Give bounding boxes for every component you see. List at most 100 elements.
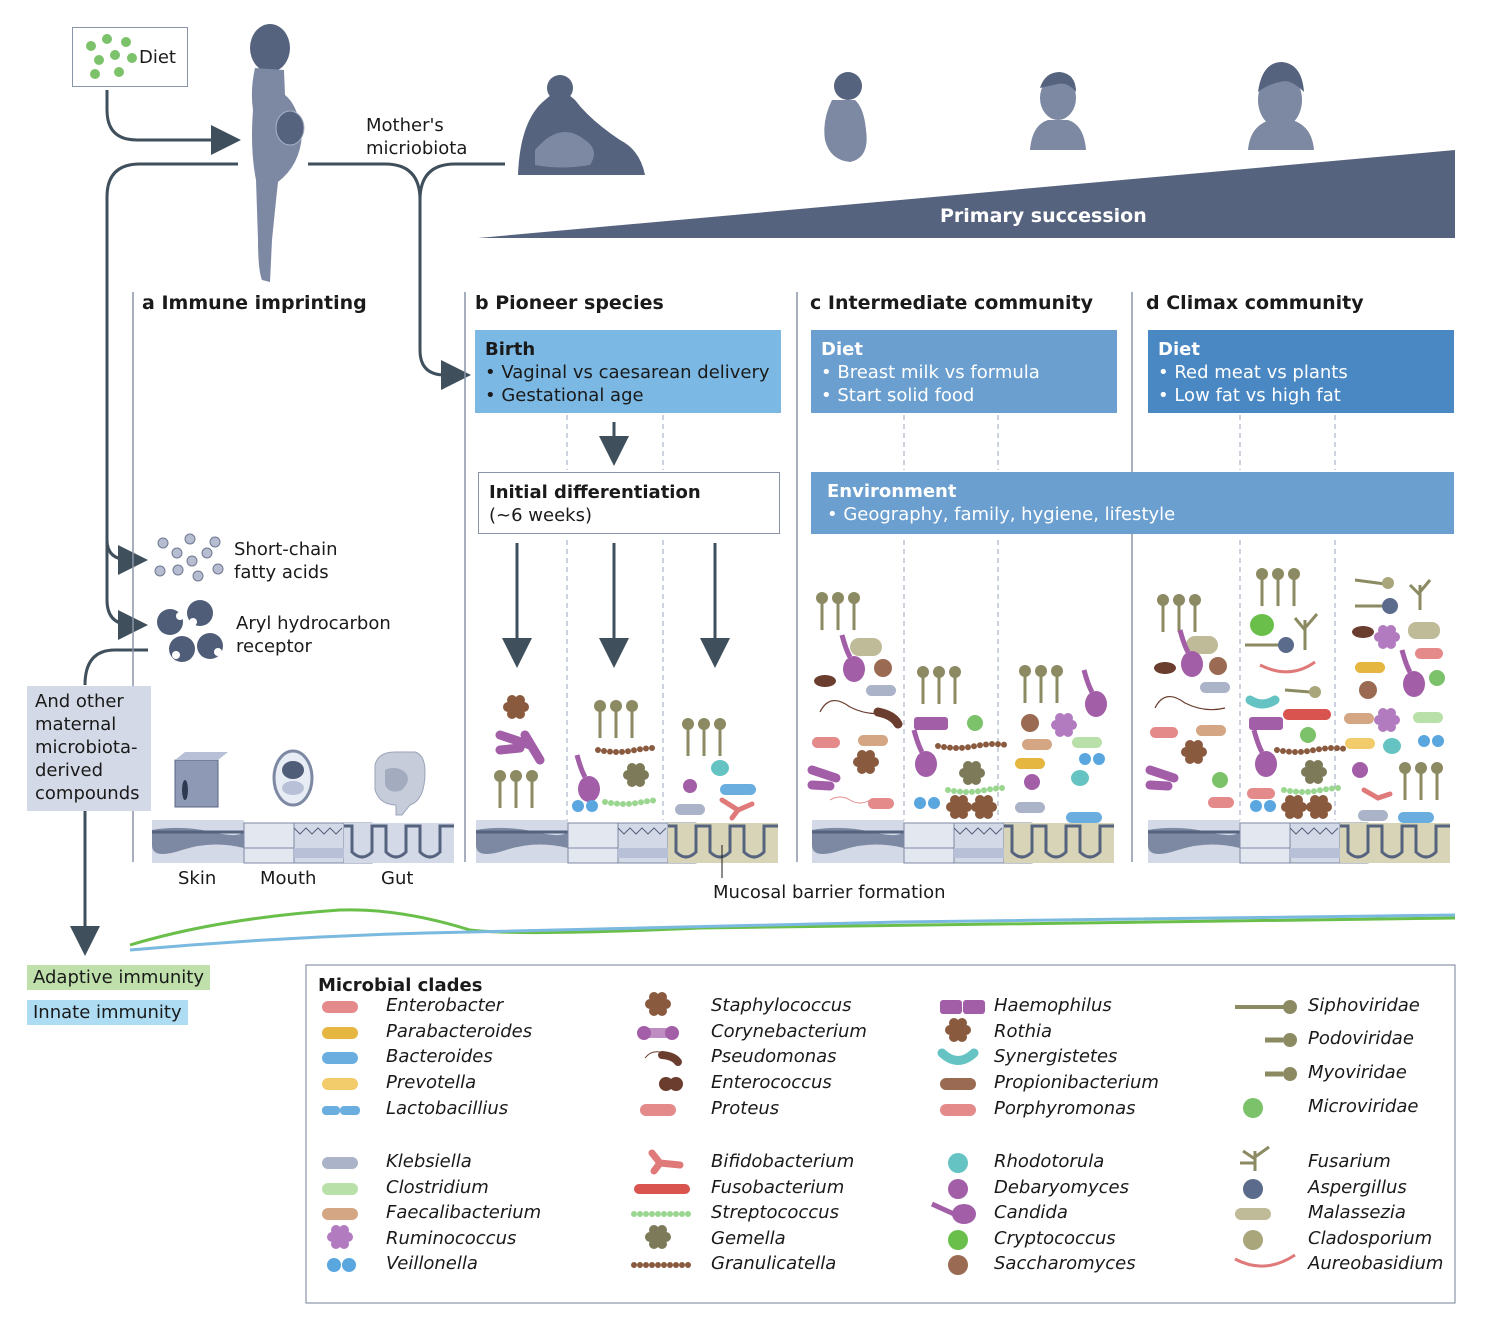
cladosporium-icon <box>1354 578 1386 586</box>
other-compounds-line: derived <box>35 760 104 781</box>
mucosal-strip-d <box>1148 820 1450 864</box>
malassezia-icon <box>1408 622 1440 639</box>
gemella-icon <box>623 763 649 787</box>
faecalibacterium-icon <box>1022 739 1052 750</box>
section-title-text: Intermediate community <box>827 292 1093 314</box>
innate-immunity-curve <box>129 913 1456 952</box>
saccharomyces-icon <box>1209 657 1227 675</box>
enterococcus-icon <box>814 675 836 687</box>
skin-icon <box>174 752 228 808</box>
maternal-line-right <box>308 162 505 201</box>
diet-c-box: Diet • Breast milk vs formula • Start so… <box>811 330 1117 413</box>
adolescent-icon <box>1248 62 1314 150</box>
legend-item-icon <box>645 992 671 1016</box>
legend-item-label: Fusarium <box>1308 1151 1391 1172</box>
other-compounds-line: maternal <box>35 714 117 735</box>
microviridae-icon <box>967 715 983 731</box>
mucosal-strip-c <box>812 820 1114 864</box>
legend-item-icon <box>644 1051 682 1066</box>
debaryomyces-icon <box>1024 774 1040 790</box>
klebsiella-icon <box>675 804 705 815</box>
diet-d-item: • Low fat vs high fat <box>1158 385 1341 406</box>
klebsiella-icon <box>866 685 896 696</box>
diet-label: Diet <box>139 47 176 68</box>
aryl-hydrocarbon-receptor-icon <box>157 600 223 662</box>
legend-item-icon <box>948 1179 968 1199</box>
section-d-title: d Climax community <box>1146 292 1364 314</box>
rhodotorula-icon <box>711 760 729 776</box>
phage-icon <box>1157 594 1201 632</box>
legend-frame <box>305 964 1456 1304</box>
legend-item-icon <box>648 1149 684 1175</box>
debaryomyces-icon <box>683 779 697 793</box>
baby-icon <box>824 72 867 162</box>
legend-item-icon <box>940 1104 976 1116</box>
mucosal-strip-b <box>476 820 778 864</box>
legend-item-icon <box>1235 1208 1271 1220</box>
debaryomyces-icon <box>1352 762 1368 778</box>
corynebacterium-icon <box>495 730 545 765</box>
proteus-icon <box>868 798 894 809</box>
enterobacter-icon <box>812 737 840 748</box>
legend-item-icon <box>322 1208 358 1220</box>
legend-item-icon <box>937 1048 979 1065</box>
candida-icon <box>911 729 937 777</box>
candida-icon <box>1399 649 1425 697</box>
legend-item-label: Bacteroides <box>386 1046 493 1067</box>
synergistetes-icon <box>1245 695 1280 709</box>
legend-item-icon <box>659 1077 683 1091</box>
corynebacterium-icon <box>1145 765 1179 791</box>
phage-icon <box>1019 665 1063 703</box>
faecalibacterium-icon <box>858 735 888 746</box>
candida-icon <box>1081 669 1107 717</box>
enterococcus-icon <box>1352 626 1374 638</box>
legend-item-label: Propionibacterium <box>994 1072 1159 1093</box>
legend-item-label: Enterococcus <box>711 1072 832 1093</box>
birth-heading: Birth <box>485 339 536 360</box>
environment-box: Environment • Geography, family, hygiene… <box>811 472 1454 534</box>
malassezia-icon <box>850 638 882 656</box>
pseudomonas-icon <box>1154 696 1226 711</box>
birth-item: • Vaginal vs caesarean delivery <box>485 362 770 383</box>
other-compounds-box: And other maternal microbiota- derived c… <box>27 686 151 811</box>
dashed-dividers <box>566 415 1336 820</box>
phage-icon <box>917 666 961 704</box>
legend-item-label: Granulicatella <box>711 1253 837 1274</box>
phage-icon <box>594 700 638 738</box>
legend-item-label: Gemella <box>711 1228 786 1249</box>
fusarium-icon <box>1408 579 1432 610</box>
diet-d-item: • Red meat vs plants <box>1158 362 1348 383</box>
scfa-line: Short-chain <box>234 539 338 560</box>
lactobacillus-icon <box>720 784 756 795</box>
klebsiella-icon <box>1015 802 1045 813</box>
birth-item: • Gestational age <box>485 385 644 406</box>
bifidobacterium-icon <box>719 797 755 821</box>
ruminococcus-icon <box>1374 708 1400 732</box>
legend-item-icon <box>322 1027 358 1039</box>
staphylococcus-icon <box>853 750 879 774</box>
fusarium-icon <box>1293 613 1319 650</box>
phage-icon <box>1256 568 1300 606</box>
rothia-icon <box>946 795 972 819</box>
phage-icon <box>682 718 726 756</box>
microviridae-icon <box>1300 727 1316 743</box>
legend-item-label: Staphylococcus <box>711 995 852 1016</box>
lactobacillus-icon <box>1398 812 1434 823</box>
candida-icon <box>574 754 600 802</box>
candida-icon <box>1251 729 1277 777</box>
aspergillus-icon <box>1382 598 1398 614</box>
breastfeeding-mother-icon <box>518 75 645 175</box>
legend-item-label: Lactobacillius <box>386 1098 509 1119</box>
aureobasidium-icon <box>1259 660 1316 674</box>
pregnant-mother-icon <box>250 24 305 282</box>
staphylococcus-icon <box>503 695 529 719</box>
gemella-icon <box>959 761 985 785</box>
legend-item-label: Klebsiella <box>386 1151 472 1172</box>
parabacteroides-icon <box>1355 662 1385 673</box>
ruminococcus-icon <box>1374 625 1400 649</box>
veillonella-icon <box>586 800 598 812</box>
mother-label-line1: Mother's <box>366 115 444 136</box>
legend-item-label: Siphoviridae <box>1308 995 1420 1016</box>
diet-dots-icon <box>86 34 137 79</box>
